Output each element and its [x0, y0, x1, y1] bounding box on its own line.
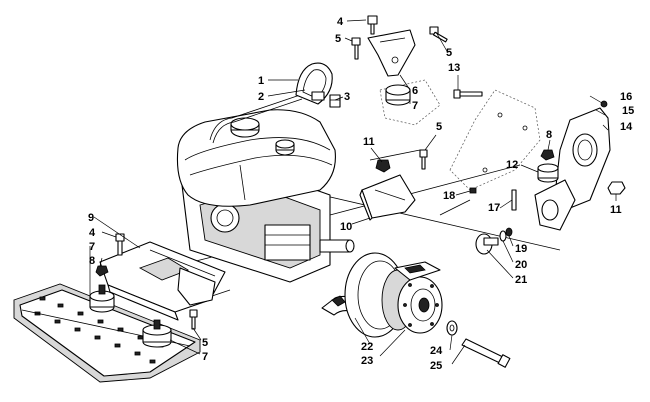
- rubber-mount-12: [537, 163, 559, 183]
- bolt-4-top: [367, 15, 378, 35]
- mount-bracket-10: [359, 174, 416, 221]
- clutch-assembly: [321, 252, 443, 338]
- callout-11: 11: [610, 204, 622, 216]
- starter-handle: [295, 62, 333, 105]
- nut-19: [505, 227, 513, 237]
- callout-5: 5: [436, 121, 442, 133]
- track-rail: [13, 283, 201, 383]
- washer-24: [446, 320, 458, 336]
- callout-7: 7: [412, 100, 418, 112]
- callout-22: 22: [361, 341, 373, 353]
- callout-25: 25: [430, 360, 442, 372]
- bolt-13: [453, 89, 483, 99]
- bolt-5-middle: [419, 149, 428, 170]
- callout-5: 5: [202, 337, 208, 349]
- knob-21: [475, 233, 499, 255]
- bolt-25: [461, 338, 511, 368]
- side-plate: [449, 89, 541, 191]
- callout-numbers: 1 2 3 4 5 5 6 7 13 16 15 14 5 11 8 12 18…: [88, 16, 634, 372]
- callout-24: 24: [430, 345, 443, 357]
- callout-7: 7: [202, 351, 208, 363]
- clip-3: [329, 94, 341, 108]
- stud-17: [511, 189, 517, 211]
- callout-1: 1: [258, 75, 264, 87]
- rubber-mount-right: [142, 319, 172, 348]
- right-bracket: [534, 100, 611, 231]
- callout-10: 10: [340, 221, 352, 233]
- callout-2: 2: [258, 91, 264, 103]
- callout-12: 12: [506, 159, 518, 171]
- callout-19: 19: [515, 243, 527, 255]
- callout-4: 4: [337, 16, 344, 28]
- callout-13: 13: [448, 62, 460, 74]
- nut-8-left: [95, 265, 109, 277]
- bolt-4-left: [115, 233, 125, 256]
- callout-16: 16: [620, 91, 632, 103]
- upper-bracket: [367, 29, 416, 77]
- callout-11: 11: [363, 136, 375, 148]
- callout-7: 7: [89, 241, 95, 253]
- callout-5: 5: [335, 33, 341, 45]
- callout-9: 9: [88, 212, 94, 224]
- callout-14: 14: [620, 121, 633, 133]
- nut-8-right: [540, 149, 555, 161]
- bolt-5-top-right: [429, 26, 448, 43]
- callout-18: 18: [443, 190, 455, 202]
- callout-17: 17: [488, 202, 500, 214]
- engine: [176, 94, 355, 283]
- nut-11-right: [607, 181, 626, 195]
- nut-11-middle: [375, 159, 391, 173]
- callout-8: 8: [89, 255, 95, 267]
- callout-21: 21: [515, 274, 527, 286]
- washer-20: [499, 230, 507, 242]
- callout-5: 5: [446, 47, 452, 59]
- engine-mount-plate: [99, 241, 226, 321]
- bolt-18: [469, 187, 477, 194]
- bolt-5-lower: [189, 309, 198, 330]
- callout-15: 15: [622, 105, 634, 117]
- callout-4: 4: [89, 227, 96, 239]
- rubber-mount-left: [89, 284, 115, 313]
- callout-8: 8: [546, 129, 552, 141]
- callout-6: 6: [412, 85, 418, 97]
- callout-23: 23: [361, 355, 373, 367]
- bolt-5-top: [351, 37, 361, 60]
- leader-lines: [89, 19, 617, 365]
- callout-20: 20: [515, 259, 527, 271]
- callout-3: 3: [344, 91, 350, 103]
